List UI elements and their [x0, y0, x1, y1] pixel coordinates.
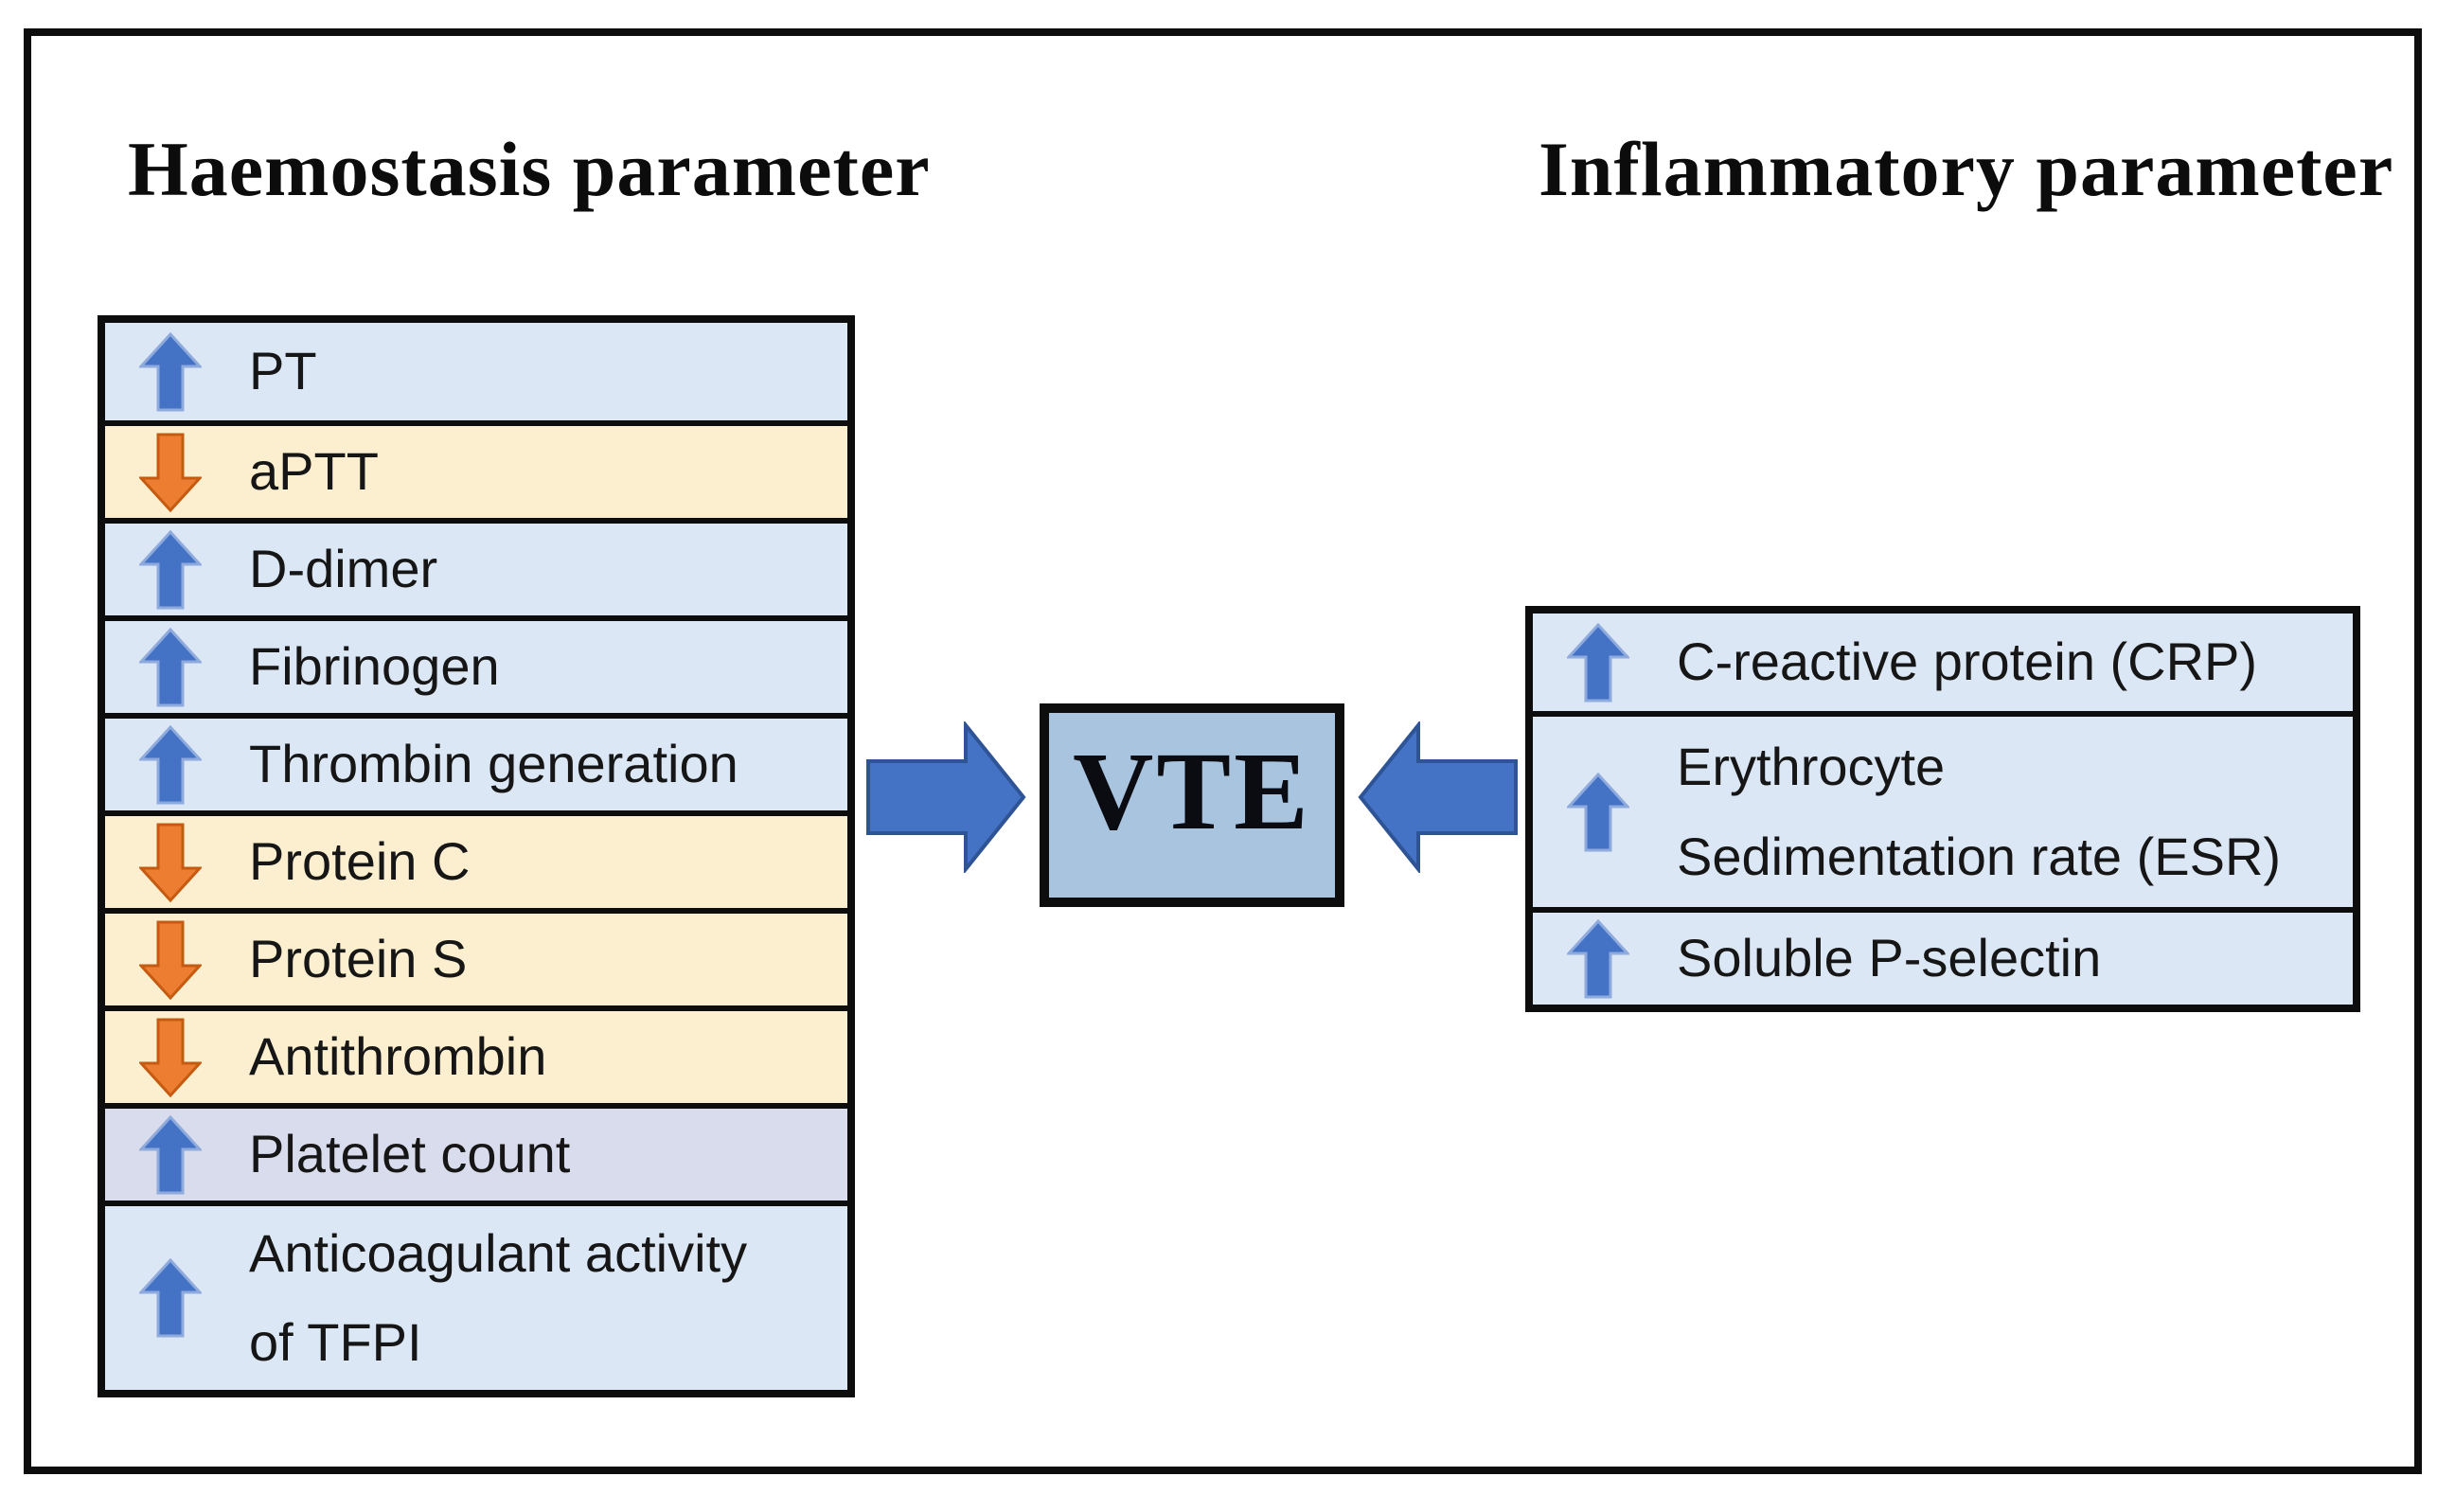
parameter-label: Soluble P-selectin — [1677, 928, 2102, 988]
parameter-label: Protein S — [249, 929, 468, 989]
down-arrow-icon — [130, 1018, 211, 1097]
up-arrow-icon — [130, 1114, 211, 1195]
parameter-row: Thrombin generation — [105, 713, 847, 810]
inflammatory-to-vte-arrow-icon — [1358, 721, 1518, 873]
parameter-label: Protein C — [249, 831, 471, 892]
parameter-label: aPTT — [249, 441, 379, 502]
down-arrow-icon — [130, 920, 211, 1000]
up-arrow-icon — [130, 1258, 211, 1338]
parameter-label: D-dimer — [249, 539, 438, 599]
parameter-row: Soluble P-selectin — [1533, 907, 2353, 1005]
parameter-row: D-dimer — [105, 518, 847, 615]
up-arrow-icon — [130, 627, 211, 707]
parameter-row: Antithrombin — [105, 1005, 847, 1103]
parameter-label: Platelet count — [249, 1124, 571, 1184]
down-arrow-icon — [130, 823, 211, 902]
up-arrow-icon — [1557, 772, 1639, 852]
parameter-row: aPTT — [105, 420, 847, 518]
parameter-label: Antithrombin — [249, 1026, 547, 1087]
parameter-row: Platelet count — [105, 1103, 847, 1201]
parameter-label: C-reactive protein (CRP) — [1677, 631, 2258, 692]
up-arrow-icon — [1557, 918, 1639, 999]
parameter-label: Thrombin generation — [249, 734, 738, 794]
parameter-label: Fibrinogen — [249, 636, 500, 697]
haemostasis-title: Haemostasis parameter — [128, 126, 931, 212]
up-arrow-icon — [130, 331, 211, 412]
parameter-row: Protein C — [105, 810, 847, 908]
haemostasis-to-vte-arrow-icon — [866, 721, 1026, 873]
vte-box: VTE — [1040, 703, 1344, 907]
parameter-row: C-reactive protein (CRP) — [1533, 614, 2353, 711]
down-arrow-icon — [130, 433, 211, 512]
parameter-row: Protein S — [105, 908, 847, 1005]
parameter-label: PT — [249, 341, 317, 401]
up-arrow-icon — [1557, 622, 1639, 703]
inflammatory-title: Inflammatory parameter — [1539, 126, 2394, 212]
up-arrow-icon — [130, 529, 211, 610]
parameter-row: PT — [105, 323, 847, 420]
parameter-row: Fibrinogen — [105, 615, 847, 713]
up-arrow-icon — [130, 724, 211, 805]
vte-label: VTE — [1073, 729, 1311, 853]
